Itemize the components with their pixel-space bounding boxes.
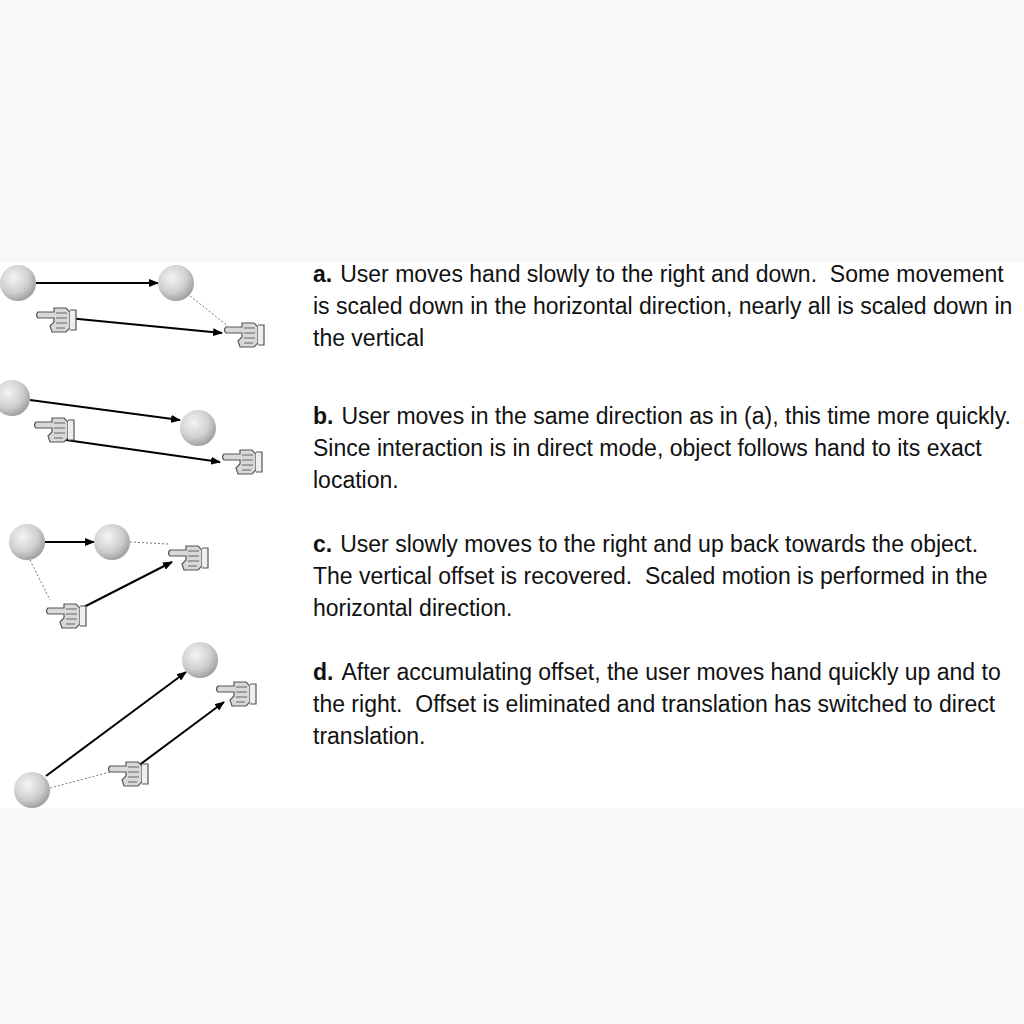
panel-description: After accumulating offset, the user move…	[313, 659, 1007, 749]
caption-paragraph: d.After accumulating offset, the user mo…	[313, 656, 1024, 752]
panel-letter: c.	[313, 531, 332, 557]
panel-letter: b.	[313, 403, 333, 429]
row-b	[0, 380, 262, 474]
row-a	[0, 265, 264, 347]
panel-letter: a.	[313, 261, 332, 287]
caption-paragraph: a.User moves hand slowly to the right an…	[313, 258, 1024, 354]
caption-paragraph: c.User slowly moves to the right and up …	[313, 528, 1024, 624]
panel-description: User moves in the same direction as in (…	[313, 403, 1024, 493]
caption-paragraph: b.User moves in the same direction as in…	[313, 400, 1024, 496]
panel-description: User slowly moves to the right and up ba…	[313, 531, 994, 621]
row-c	[9, 524, 208, 628]
panel-description: User moves hand slowly to the right and …	[313, 261, 1019, 351]
row-d	[14, 642, 256, 808]
panel-letter: d.	[313, 659, 333, 685]
